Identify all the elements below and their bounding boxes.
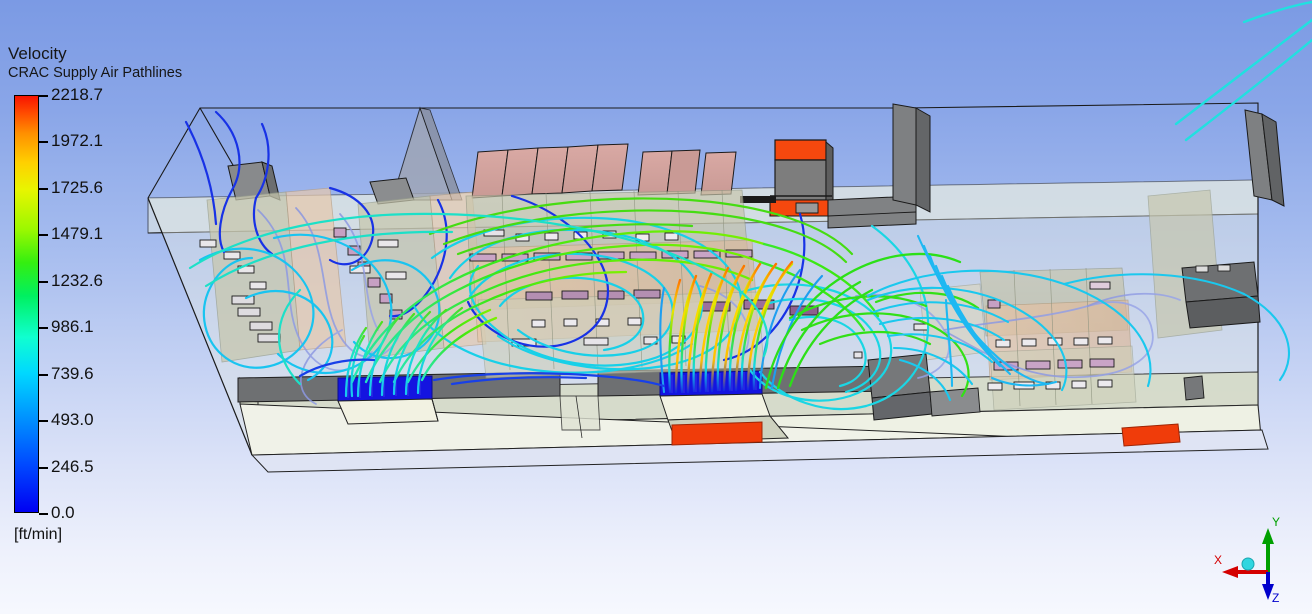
return-vent-center <box>671 421 763 446</box>
perforated-tile-left <box>337 375 439 425</box>
axis-y-label: Y <box>1272 515 1280 529</box>
legend-colorbar-group: 2218.7 1972.1 1725.6 1479.1 1232.6 986.1 739.6… <box>8 86 208 543</box>
axis-z-label: Z <box>1272 591 1279 605</box>
axis-triad: Y X Z <box>1214 515 1280 605</box>
legend-tick-mark <box>39 95 48 97</box>
legend-tick-label: 1479.1 <box>51 224 103 244</box>
legend-tick-mark <box>39 466 48 469</box>
legend-tick-label: 1725.6 <box>51 177 103 197</box>
legend-tick-label: 493.0 <box>51 410 94 430</box>
axis-x: X <box>1214 553 1268 578</box>
left-cabinet-block <box>206 161 347 363</box>
axis-z: Z <box>1262 572 1279 605</box>
pink-equipment-row <box>471 143 737 199</box>
legend-tick-label: 1972.1 <box>51 131 103 151</box>
legend-tick-mark <box>39 513 48 515</box>
origin-marker <box>1241 557 1255 571</box>
legend-tick-mark <box>39 327 48 330</box>
axis-y: Y <box>1262 515 1280 572</box>
legend-tick-label: 2218.7 <box>51 85 103 104</box>
legend-tick-label: 1232.6 <box>51 270 103 290</box>
legend-tick-mark <box>39 373 48 376</box>
axis-x-label: X <box>1214 553 1222 567</box>
legend-title: Velocity <box>8 44 67 63</box>
legend-units: [ft/min] <box>14 526 63 543</box>
legend-tick-mark <box>39 280 48 283</box>
legend-tick-label: 986.1 <box>51 317 94 337</box>
legend-tick-mark <box>39 234 48 237</box>
legend-tick-label: 246.5 <box>51 456 94 476</box>
velocity-legend: Velocity CRAC Supply Air Pathlines 2218.… <box>8 44 208 543</box>
legend-tick-label: 739.6 <box>51 363 94 383</box>
rack-bank-center <box>465 189 765 379</box>
legend-subtitle: CRAC Supply Air Pathlines <box>8 65 183 81</box>
legend-tick-mark <box>39 141 48 144</box>
colorbar <box>14 95 39 513</box>
legend-tick-mark <box>39 420 48 423</box>
front-skirt <box>559 395 601 439</box>
legend-tick-label: 0.0 <box>51 503 75 522</box>
legend-tick-mark <box>39 187 48 190</box>
partition-wall <box>892 103 931 213</box>
